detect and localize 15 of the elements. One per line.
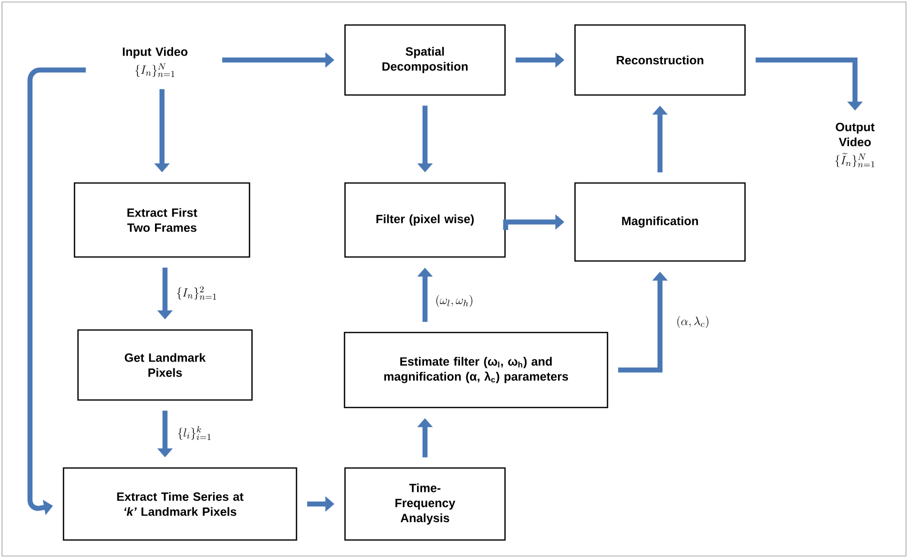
process-box: Magnification [574,182,746,262]
edge-label: $(\alpha, \lambda_c)$ [675,315,711,329]
process-box: Time-Frequency Analysis [344,467,506,541]
process-box: Get Landmark Pixels [77,329,253,401]
process-box: Filter (pixel wise) [344,182,506,258]
process-box: Extract Time Series at ‘k’ Landmark Pixels [62,467,298,541]
process-box: Estimate filter (ω$_{l}$, ω$_{h}$) and magnification (α, λ$_{c}$) parameters [344,332,608,408]
edge-label: $\{I_n\}_{n=1}^2$ [175,285,218,301]
video-label: Input Video $\{I_n\}_{n=1}^N$ [122,47,188,77]
edge-label: $(\omega_l, \omega_h)$ [434,294,474,308]
video-label: Output Video $\{\widetilde{I}_n\}_{n=1}^N$ [835,122,875,168]
process-box: Reconstruction [574,24,746,96]
edge-label: $\{l_i\}_{i=1}^k$ [176,425,213,441]
process-box: Spatial Decomposition [344,24,506,96]
process-box: Extract First Two Frames [74,182,250,258]
